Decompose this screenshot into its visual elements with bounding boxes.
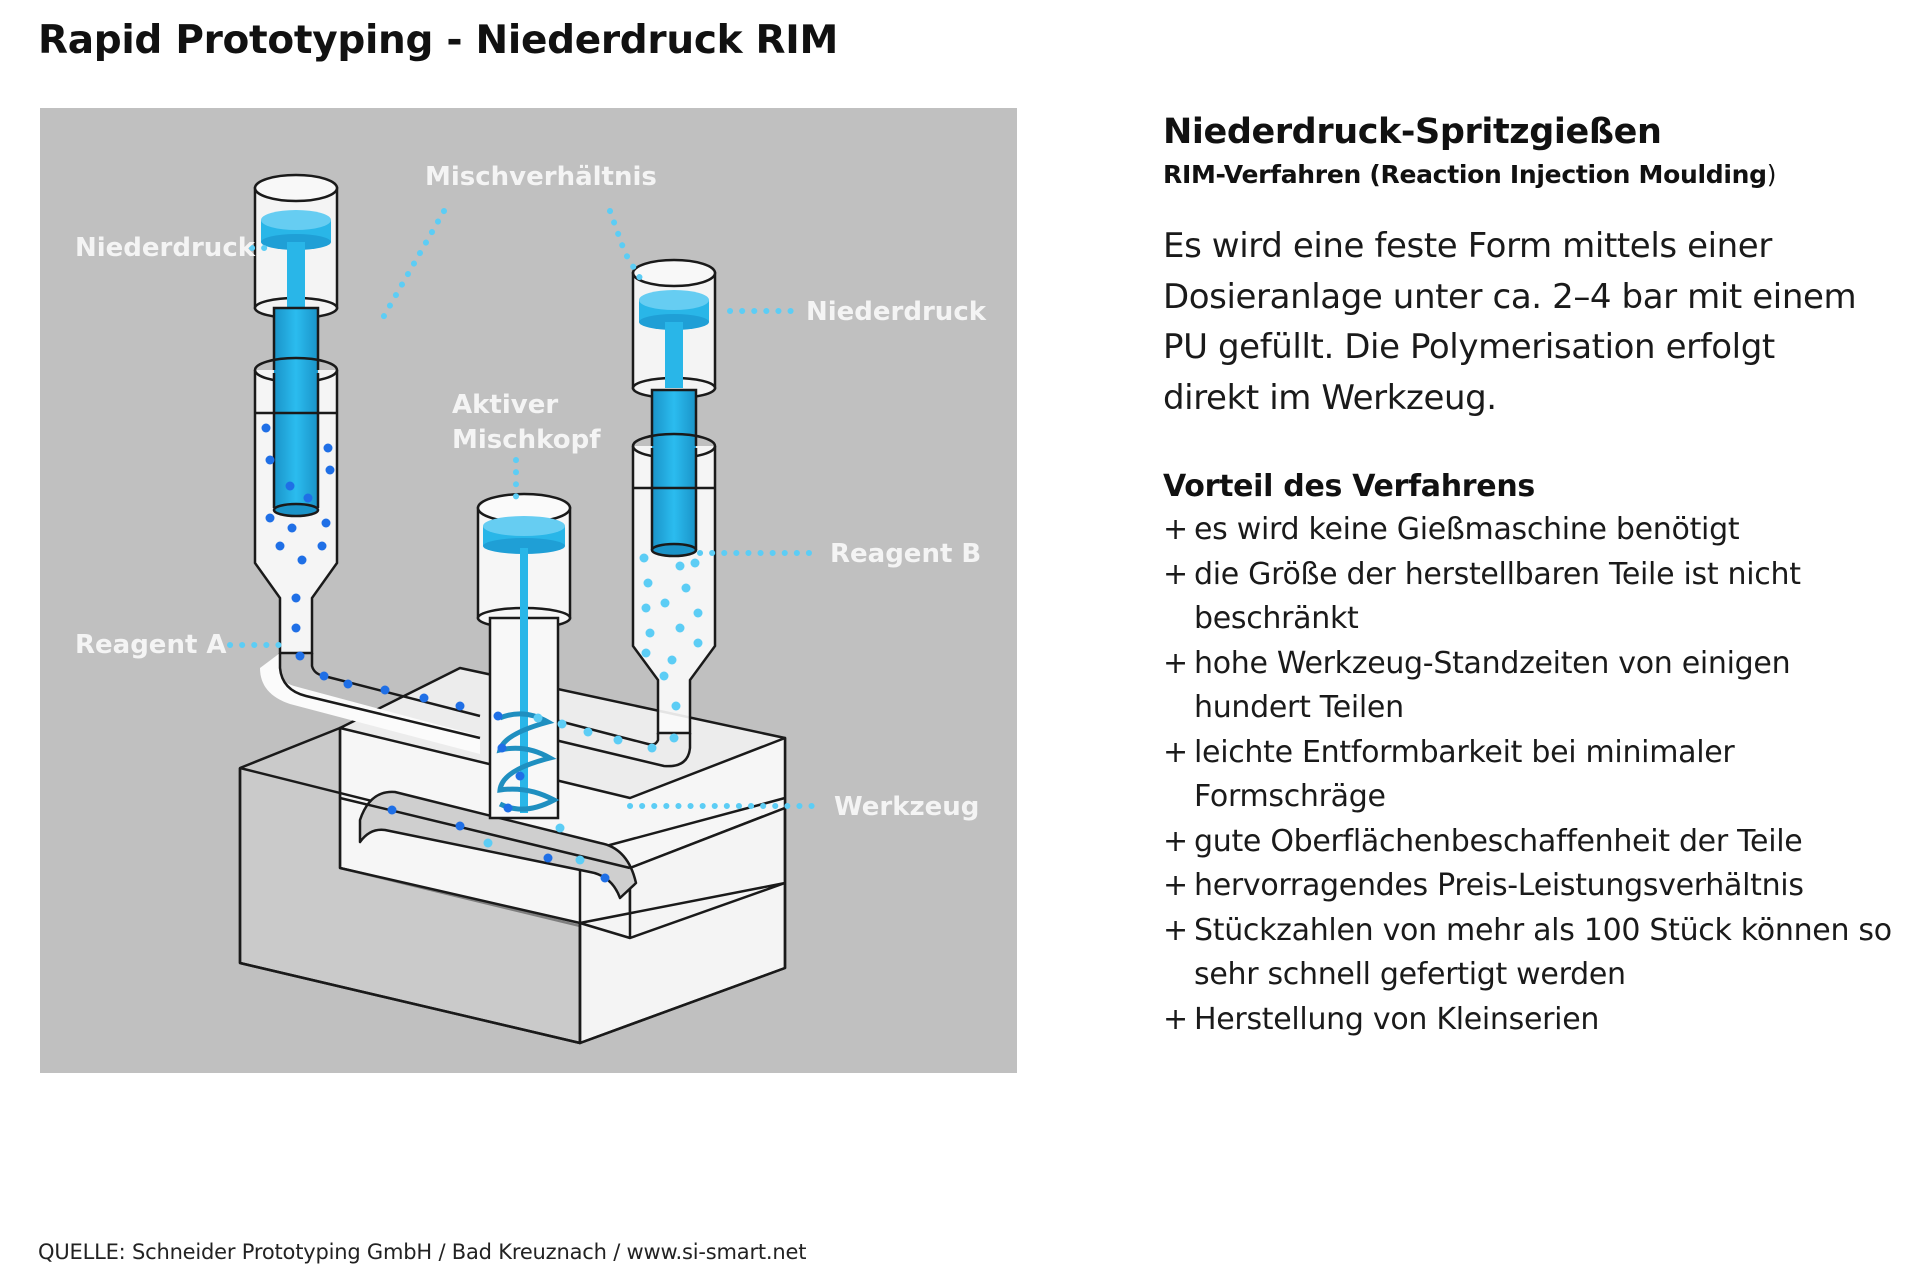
advantage-item: +gute Oberflächenbeschaffenheit der Teil… <box>1163 820 1903 865</box>
label-aktiver: Aktiver <box>452 390 558 420</box>
label-mischkopf: Mischkopf <box>452 425 601 455</box>
advantage-text: Stückzahlen von mehr als 100 Stück könne… <box>1194 912 1892 993</box>
section-subheading: RIM-Verfahren (Reaction Injection Mouldi… <box>1163 160 1903 189</box>
rim-process-diagram: Niederdruck Mischverhältnis Niederdruck … <box>40 108 1017 1073</box>
leader-lines <box>227 208 823 809</box>
plus-bullet: + <box>1163 823 1188 859</box>
intro-line: direkt im Werkzeug. <box>1163 377 1497 418</box>
plus-bullet: + <box>1163 556 1188 592</box>
spiral-mixer <box>496 711 560 812</box>
description-column: Niederdruck-Spritzgießen RIM-Verfahren (… <box>1163 112 1903 1042</box>
diagram-svg: Niederdruck Mischverhältnis Niederdruck … <box>75 162 987 1045</box>
plus-bullet: + <box>1163 512 1188 547</box>
label-reagent-a: Reagent A <box>75 630 227 660</box>
advantages-list: +es wird keine Gießmaschine benötigt +di… <box>1163 508 1903 1042</box>
leader-mischverhaeltnis-right <box>607 208 643 281</box>
reagent-a-particles <box>261 423 610 883</box>
subheading-close: ) <box>1766 160 1777 189</box>
label-niederdruck-left: Niederdruck <box>75 233 256 263</box>
cylinder-left <box>253 173 481 754</box>
advantage-item: +Herstellung von Kleinserien <box>1163 998 1903 1043</box>
leader-mischverhaeltnis-left <box>377 208 447 326</box>
reagent-b-particles <box>483 553 703 865</box>
advantage-text: die Größe der herstellbaren Teile ist ni… <box>1194 556 1801 637</box>
advantage-item: +Stückzahlen von mehr als 100 Stück könn… <box>1163 909 1903 998</box>
advantage-text: hohe Werkzeug-Standzeiten von einigen hu… <box>1194 645 1791 726</box>
source-footer: QUELLE: Schneider Prototyping GmbH / Bad… <box>38 1240 807 1264</box>
advantage-text: leichte Entformbarkeit bei minimaler For… <box>1194 734 1735 815</box>
mixing-head <box>476 492 572 820</box>
label-niederdruck-right: Niederdruck <box>806 297 987 327</box>
plus-bullet: + <box>1163 912 1188 948</box>
label-mischverhaeltnis: Mischverhältnis <box>425 162 657 192</box>
advantages-title: Vorteil des Verfahrens <box>1163 469 1535 504</box>
plus-bullet: + <box>1163 734 1188 770</box>
label-werkzeug: Werkzeug <box>834 792 979 822</box>
diagram-labels: Niederdruck Mischverhältnis Niederdruck … <box>75 162 987 822</box>
intro-paragraph: Es wird eine feste Form mittels einer Do… <box>1163 221 1903 423</box>
subheading-text: RIM-Verfahren (Reaction Injection Mouldi… <box>1163 160 1767 189</box>
plus-bullet: + <box>1163 868 1188 903</box>
advantage-item: +hervorragendes Preis-Leistungsverhältni… <box>1163 864 1903 909</box>
advantage-text: hervorragendes Preis-Leistungsverhältnis <box>1194 868 1804 903</box>
plus-bullet: + <box>1163 1001 1188 1037</box>
advantage-item: +es wird keine Gießmaschine benötigt <box>1163 508 1903 553</box>
plus-bullet: + <box>1163 645 1188 681</box>
cylinder-right <box>549 258 717 768</box>
advantage-item: +hohe Werkzeug-Standzeiten von einigen h… <box>1163 642 1903 731</box>
advantage-item: +leichte Entformbarkeit bei minimaler Fo… <box>1163 731 1903 820</box>
advantage-text: gute Oberflächenbeschaffenheit der Teile <box>1194 823 1803 859</box>
advantage-text: Herstellung von Kleinserien <box>1194 1001 1600 1037</box>
intro-line: Es wird eine feste Form mittels einer <box>1163 226 1772 266</box>
label-reagent-b: Reagent B <box>830 539 981 569</box>
section-heading: Niederdruck-Spritzgießen <box>1163 112 1662 152</box>
page-title: Rapid Prototyping - Niederdruck RIM <box>38 18 839 63</box>
intro-line: Dosieranlage unter ca. 2–4 bar mit einem <box>1163 276 1857 317</box>
advantage-item: +die Größe der herstellbaren Teile ist n… <box>1163 553 1903 642</box>
intro-line: PU gefüllt. Die Polymerisation erfolgt <box>1163 327 1775 367</box>
advantage-text: es wird keine Gießmaschine benötigt <box>1194 512 1740 547</box>
